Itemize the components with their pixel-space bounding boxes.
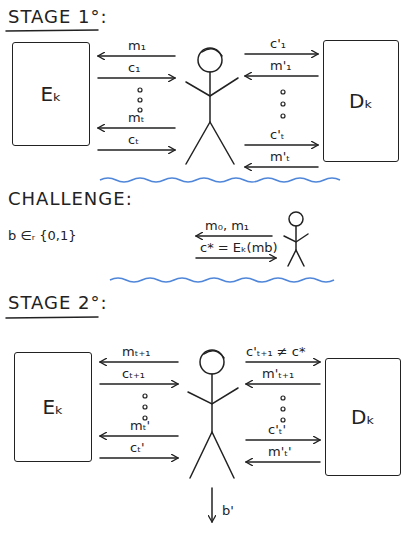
message-label: mₜ: [128, 110, 145, 126]
message-label: c'ₜ': [268, 422, 286, 438]
wavy-separator: [110, 278, 334, 282]
message-label: m'ₜ: [270, 149, 290, 165]
stick-figure: [186, 48, 238, 164]
message-label: cₜ': [130, 440, 145, 456]
message-label: c'ₜ: [270, 127, 285, 143]
message-label: m'ₜ': [268, 444, 292, 460]
message-label: m₀, m₁: [205, 218, 249, 234]
box-label: Dₖ: [349, 89, 373, 113]
message-label: cₜ: [128, 132, 139, 148]
message-label: c'ₜ₊₁ ≠ c*: [246, 344, 305, 360]
message-label: m'₁: [270, 58, 291, 74]
message-label: cₜ₊₁: [122, 366, 145, 382]
underline: [6, 317, 98, 318]
message-label: mₜ': [130, 418, 150, 434]
oracle-box: Dₖ: [325, 358, 401, 476]
stick-figure: [284, 212, 308, 266]
message-label: c'₁: [270, 36, 286, 52]
stage-heading: STAGE 2°:: [8, 292, 108, 314]
message-label: c₁: [128, 60, 140, 76]
box-label: Eₖ: [42, 395, 63, 419]
message-label: b': [222, 503, 234, 519]
oracle-box: Dₖ: [323, 40, 399, 162]
box-label: Eₖ: [40, 82, 61, 106]
stick-figure: [188, 350, 238, 478]
stage-heading: CHALLENGE:: [8, 188, 133, 210]
oracle-box: Eₖ: [14, 352, 92, 462]
wavy-separator: [100, 178, 340, 182]
message-label: c* = Eₖ(mb): [200, 240, 278, 256]
underline: [6, 30, 98, 31]
box-label: Dₖ: [351, 405, 375, 429]
stage-heading: STAGE 1°:: [8, 6, 108, 28]
message-label: b ∈ᵣ {0,1}: [8, 228, 76, 244]
oracle-box: Eₖ: [12, 42, 90, 146]
message-label: mₜ₊₁: [122, 344, 151, 360]
message-label: m₁: [128, 38, 146, 54]
message-label: m'ₜ₊₁: [262, 366, 294, 382]
